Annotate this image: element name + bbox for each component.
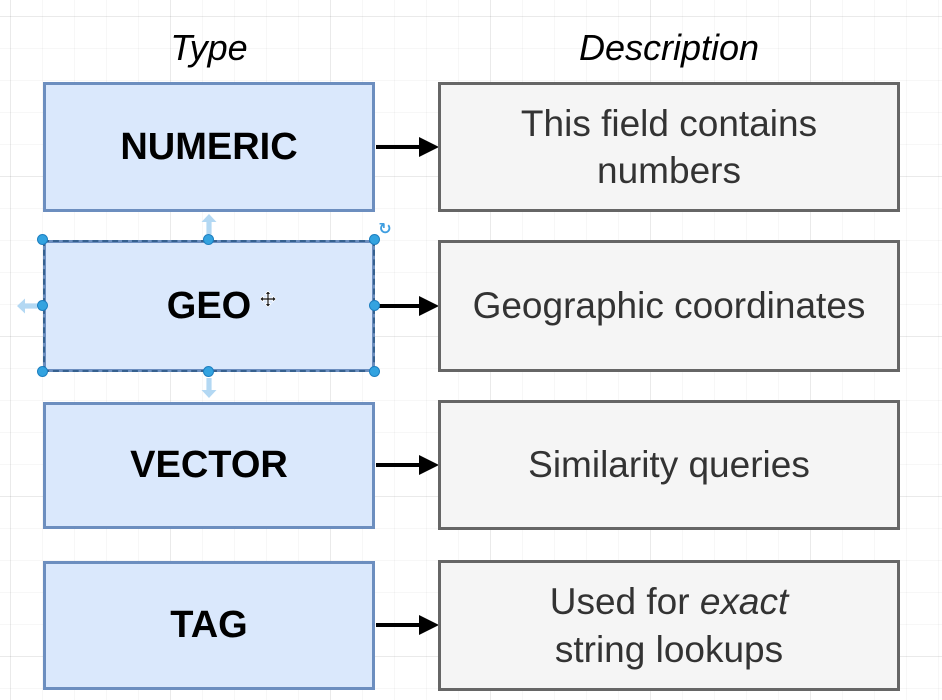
desc-text-italic: exact <box>699 581 789 623</box>
desc-line: This field contains <box>520 102 818 144</box>
connector-line <box>376 463 421 467</box>
direction-arrow-left-icon[interactable] <box>16 295 38 317</box>
shape-tag[interactable]: TAG <box>43 561 375 690</box>
connector-line <box>376 623 421 627</box>
shape-vector[interactable]: VECTOR <box>43 402 375 529</box>
desc-text: Used for <box>549 581 700 623</box>
shape-numeric[interactable]: NUMERIC <box>43 82 375 212</box>
connector-arrow-numeric[interactable] <box>376 137 439 157</box>
selection-handle-n[interactable] <box>203 234 214 245</box>
connector-arrow-tag[interactable] <box>376 615 439 635</box>
shape-desc-numeric[interactable]: This field contains numbers <box>438 82 900 212</box>
desc-line: numbers <box>597 150 741 191</box>
selection-handle-nw[interactable] <box>37 234 48 245</box>
selection-handle-s[interactable] <box>203 366 214 377</box>
rotate-icon[interactable]: ↻ <box>378 221 392 238</box>
selection-handle-w[interactable] <box>37 300 48 311</box>
selection-handle-ne[interactable] <box>369 234 380 245</box>
direction-arrow-down-icon[interactable] <box>198 377 220 399</box>
connector-line <box>376 145 421 149</box>
arrowhead-icon <box>419 137 439 157</box>
move-cursor-icon <box>259 290 277 308</box>
shape-geo-label: GEO <box>166 284 252 327</box>
column-header-description-label: Description <box>578 27 760 68</box>
selection-handle-e[interactable] <box>369 300 380 311</box>
arrowhead-icon <box>419 296 439 316</box>
shape-geo[interactable]: GEO <box>43 240 375 372</box>
direction-arrow-up-icon[interactable] <box>198 213 220 235</box>
selection-handle-sw[interactable] <box>37 366 48 377</box>
desc-line: Geographic coordinates <box>472 285 866 327</box>
desc-line: Used for exact <box>550 578 789 625</box>
connector-arrow-vector[interactable] <box>376 455 439 475</box>
desc-line: string lookups <box>554 628 784 670</box>
column-header-type[interactable]: Type <box>43 24 375 72</box>
shape-desc-geo[interactable]: Geographic coordinates <box>438 240 900 372</box>
desc-line: Similarity queries <box>528 444 810 486</box>
shape-vector-label: VECTOR <box>130 444 288 486</box>
shape-desc-vector[interactable]: Similarity queries <box>438 400 900 530</box>
arrowhead-icon <box>419 615 439 635</box>
connector-arrow-geo[interactable] <box>376 296 439 316</box>
shape-numeric-label: NUMERIC <box>120 125 298 168</box>
column-header-description[interactable]: Description <box>438 24 900 72</box>
connector-line <box>376 304 421 308</box>
arrowhead-icon <box>419 455 439 475</box>
shape-desc-tag[interactable]: Used for exact string lookups <box>438 560 900 691</box>
column-header-type-label: Type <box>170 27 248 68</box>
selection-handle-se[interactable] <box>369 366 380 377</box>
shape-tag-label: TAG <box>170 604 248 646</box>
